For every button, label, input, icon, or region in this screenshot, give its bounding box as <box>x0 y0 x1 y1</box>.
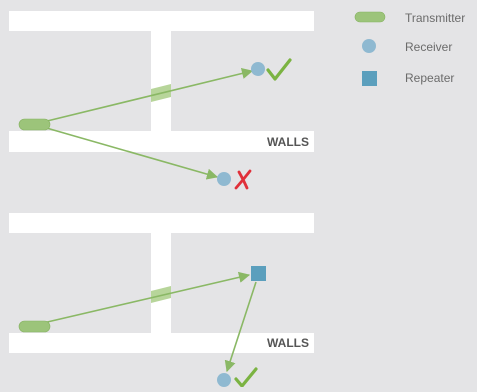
checkmark-icon <box>266 58 292 81</box>
signal-through-wall-highlight <box>151 286 171 303</box>
top-diagram: WALLS <box>9 11 314 190</box>
legend-receiver-label: Receiver <box>405 40 453 54</box>
top-wall-lower <box>9 131 314 152</box>
walls-label: WALLS <box>267 336 309 350</box>
legend-transmitter-label: Transmitter <box>405 11 466 25</box>
signal-line-to-repeater <box>42 271 251 324</box>
legend-transmitter-icon <box>354 11 386 23</box>
legend-receiver-icon <box>362 39 376 53</box>
transmitter-icon <box>18 320 51 333</box>
top-wall-upper <box>9 11 314 31</box>
walls-label: WALLS <box>267 135 309 149</box>
bottom-diagram: WALLS <box>9 213 314 388</box>
signal-line-to-receiver-fail <box>42 126 219 180</box>
receiver-icon <box>251 62 265 76</box>
signal-line-repeater-to-receiver <box>224 281 257 373</box>
receiver-icon <box>217 172 231 186</box>
bottom-wall-upper <box>9 213 314 233</box>
bottom-wall-vertical <box>151 233 171 333</box>
legend <box>354 11 386 86</box>
top-wall-vertical <box>151 31 171 131</box>
cross-icon <box>234 169 252 190</box>
receiver-icon <box>217 373 231 387</box>
checkmark-icon <box>234 367 258 388</box>
legend-repeater-icon <box>362 71 377 86</box>
legend-repeater-label: Repeater <box>405 71 455 85</box>
signal-line-to-receiver-pass <box>42 67 254 123</box>
transmitter-icon <box>18 118 51 131</box>
repeater-icon <box>251 266 266 281</box>
